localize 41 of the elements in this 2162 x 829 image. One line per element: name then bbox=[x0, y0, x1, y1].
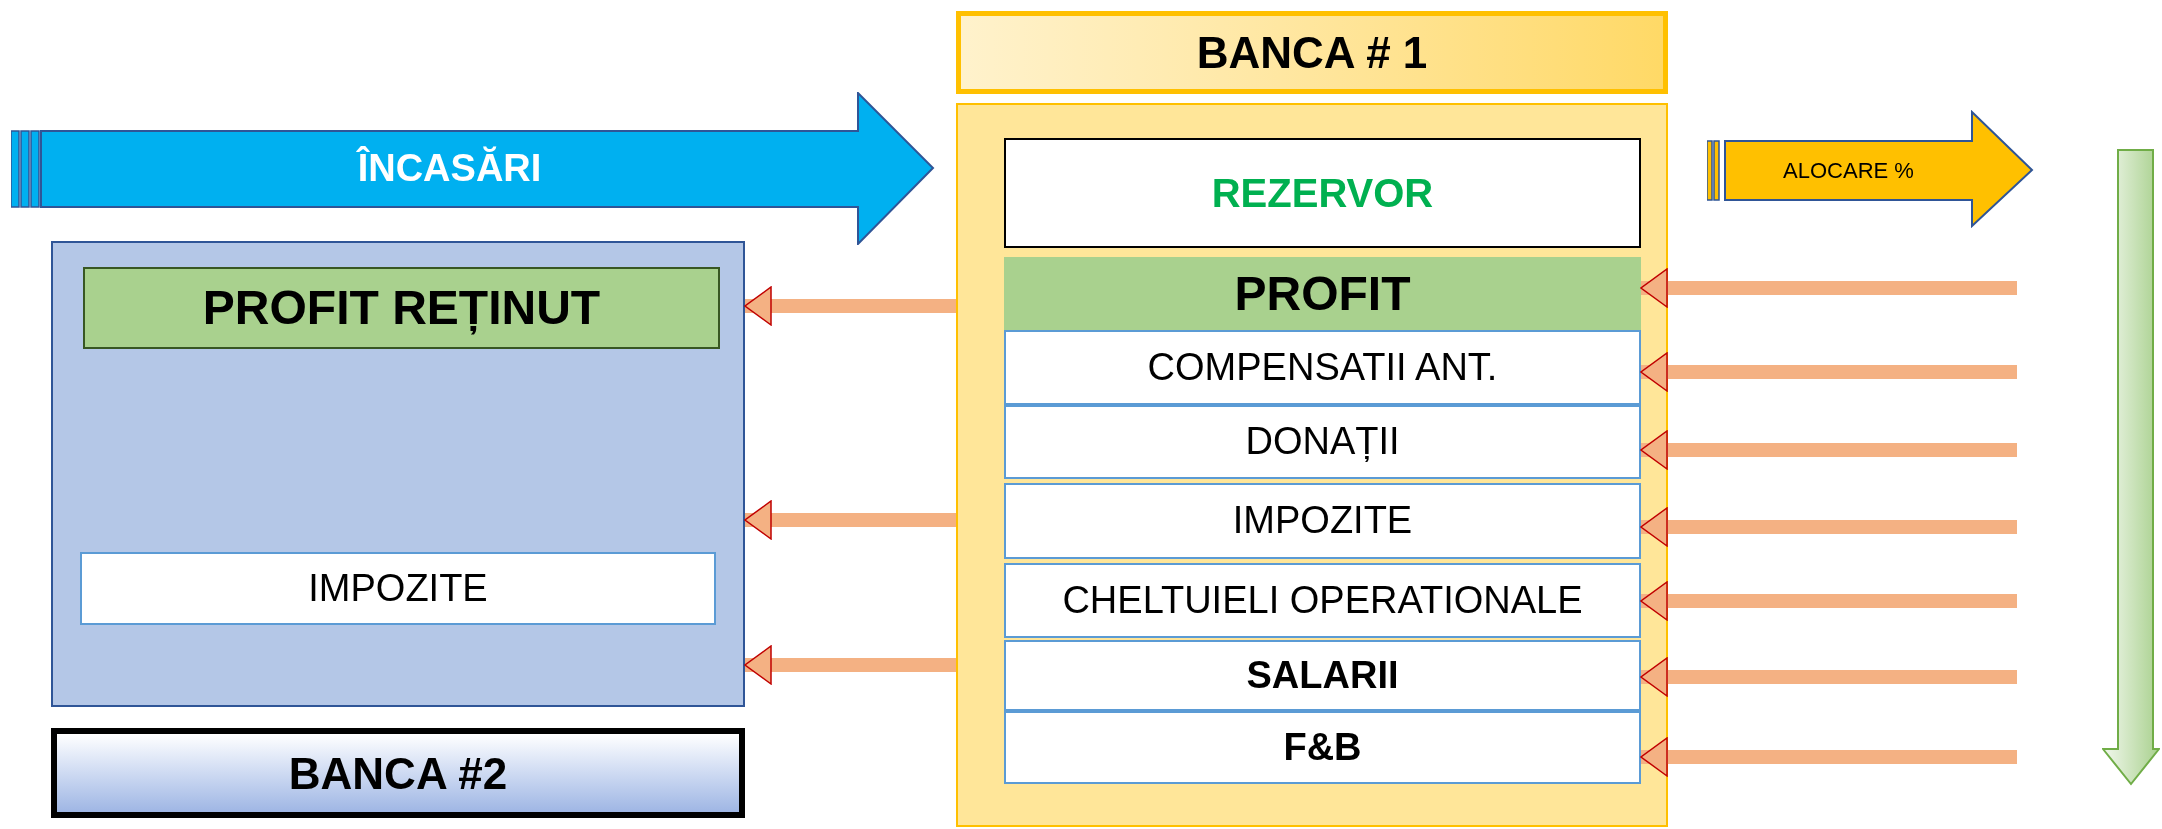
arrow bbox=[1640, 581, 2017, 621]
bank-panel bbox=[51, 241, 745, 707]
box-label: PROFIT bbox=[1234, 265, 1411, 322]
process-box bbox=[1004, 640, 1641, 711]
box-label: COMPENSATII ANT. bbox=[1147, 344, 1498, 390]
process-box bbox=[1004, 138, 1641, 248]
process-box bbox=[1004, 257, 1641, 330]
arrow bbox=[1640, 352, 2017, 392]
process-box bbox=[1004, 405, 1641, 479]
bank-panel bbox=[956, 103, 1668, 827]
arrow bbox=[744, 500, 956, 540]
box-label: CHELTUIELI OPERATIONALE bbox=[1062, 577, 1583, 623]
box-label: BANCA #2 bbox=[288, 747, 508, 800]
arrow bbox=[744, 286, 956, 326]
box-label: F&B bbox=[1283, 724, 1362, 770]
arrow bbox=[1640, 430, 2017, 470]
box-label: REZERVOR bbox=[1211, 170, 1434, 217]
process-box bbox=[1004, 711, 1641, 784]
arrow bbox=[1640, 507, 2017, 547]
arrow bbox=[1640, 737, 2017, 777]
process-box bbox=[1004, 330, 1641, 405]
box-label: PROFIT REȚINUT bbox=[202, 280, 601, 337]
process-box bbox=[1004, 563, 1641, 638]
process-box bbox=[80, 552, 716, 625]
arrow bbox=[1640, 657, 2017, 697]
box-label: IMPOZITE bbox=[308, 565, 488, 611]
block-arrow bbox=[2102, 149, 2160, 786]
box-label: ALOCARE % bbox=[1783, 156, 1914, 185]
box-label: BANCA # 1 bbox=[1196, 27, 1428, 79]
title-box bbox=[51, 728, 745, 818]
box-label: DONAȚII bbox=[1245, 419, 1400, 465]
arrow bbox=[1640, 268, 2017, 308]
box-label: IMPOZITE bbox=[1232, 498, 1413, 544]
arrow bbox=[744, 645, 956, 685]
box-label: ÎNCASĂRI bbox=[357, 145, 542, 192]
box-label: SALARII bbox=[1246, 652, 1399, 698]
block-arrow bbox=[1707, 110, 2034, 228]
title-box bbox=[956, 11, 1668, 94]
block-arrow bbox=[11, 92, 935, 245]
process-box bbox=[1004, 483, 1641, 559]
process-box bbox=[83, 267, 720, 349]
